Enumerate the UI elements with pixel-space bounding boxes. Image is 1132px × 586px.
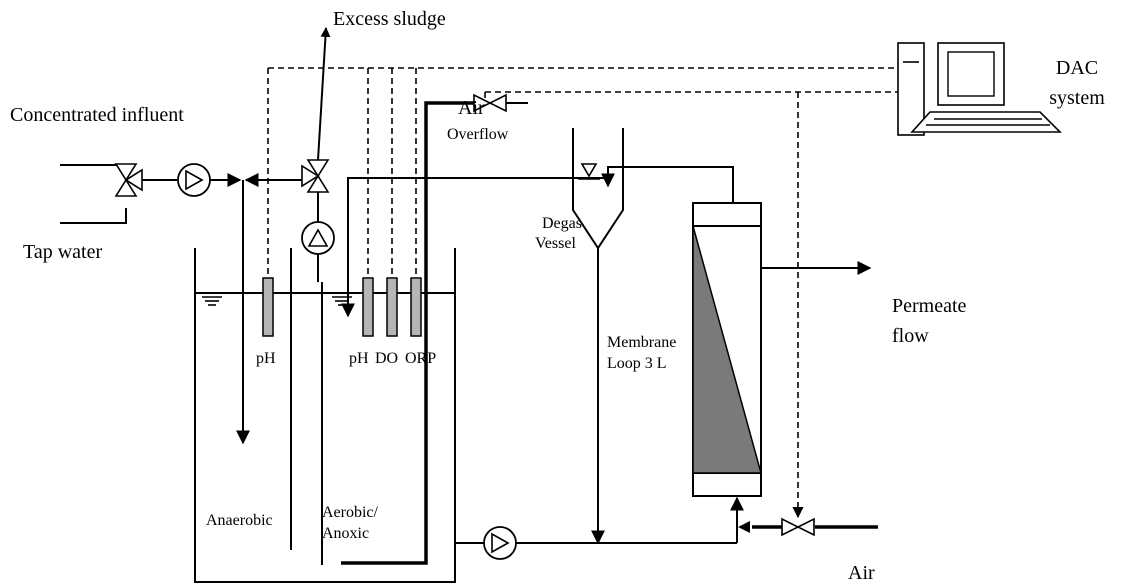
membrane-return-line bbox=[601, 166, 734, 205]
ph-label-aerobic: pH bbox=[349, 350, 369, 367]
air-bottom-label: Air bbox=[848, 562, 875, 584]
ph-probe-anaerobic bbox=[262, 277, 274, 337]
excess-sludge-label: Excess sludge bbox=[333, 8, 446, 30]
orp-probe bbox=[410, 277, 422, 337]
membrane-label-line1: Membrane bbox=[607, 334, 676, 351]
concentrated-influent-label: Concentrated influent bbox=[10, 104, 184, 126]
air-top-label: Air bbox=[458, 97, 485, 119]
ph-probe-aerobic bbox=[362, 277, 374, 337]
excess-sludge-line bbox=[317, 27, 331, 161]
permeate-label-line2: flow bbox=[892, 325, 929, 347]
signal-lines bbox=[267, 67, 898, 519]
membrane-module bbox=[692, 202, 762, 497]
ph-label-anaerobic: pH bbox=[256, 350, 276, 367]
influent-pump bbox=[177, 163, 211, 197]
computer-icon bbox=[897, 42, 1062, 136]
overflow-return-line bbox=[341, 177, 608, 318]
do-probe bbox=[386, 277, 398, 337]
influent-three-way-valve bbox=[114, 163, 143, 197]
tap-water-line bbox=[60, 208, 127, 224]
dac-label-line2: system bbox=[1049, 87, 1105, 109]
membrane-label-line2: Loop 3 L bbox=[607, 355, 667, 372]
influent-line bbox=[60, 164, 127, 176]
aerobic-label-line1: Aerobic/ bbox=[322, 504, 379, 521]
level-triangle-symbol bbox=[580, 163, 598, 178]
degas-label-line2: Vessel bbox=[535, 235, 576, 252]
orp-label: ORP bbox=[405, 350, 436, 367]
aerobic-label-line2: Anoxic bbox=[322, 525, 369, 542]
recirculation-pump bbox=[483, 526, 517, 560]
anaerobic-label: Anaerobic bbox=[206, 512, 273, 529]
do-label: DO bbox=[375, 350, 398, 367]
air-valve-bottom bbox=[781, 517, 815, 537]
water-level-symbol-left bbox=[202, 296, 222, 306]
air-supply-line bbox=[341, 101, 474, 565]
overflow-label: Overflow bbox=[447, 126, 509, 143]
excess-sludge-three-way-valve bbox=[301, 159, 330, 193]
recycle-pump bbox=[301, 221, 335, 255]
air-valve-top bbox=[473, 93, 507, 113]
permeate-label-line1: Permeate bbox=[892, 295, 967, 317]
tap-water-label: Tap water bbox=[23, 241, 102, 263]
degas-label-line1: Degas bbox=[542, 215, 582, 232]
reactor-tank bbox=[194, 248, 456, 583]
dac-label-line1: DAC bbox=[1056, 57, 1098, 79]
